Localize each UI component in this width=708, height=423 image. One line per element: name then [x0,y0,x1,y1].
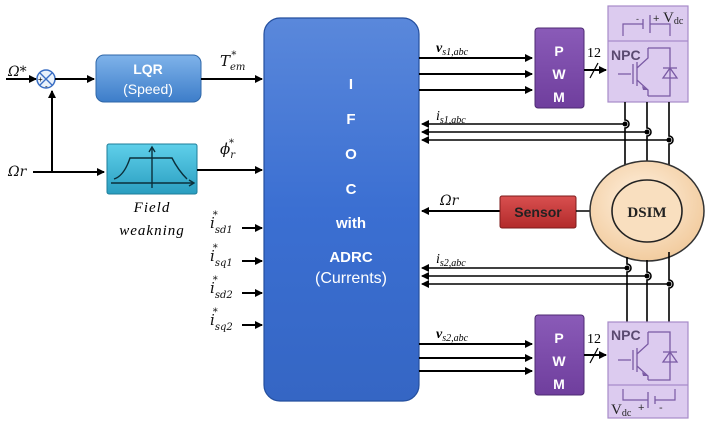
svg-text:NPC: NPC [611,327,641,343]
svg-text:isd2*: isd2* [210,275,233,301]
svg-text:DSIM: DSIM [627,205,666,221]
flux-ref-label: ϕr* [220,138,236,161]
svg-text:O: O [345,146,357,163]
bus-slash-1 [589,62,599,79]
svg-text:ADRC: ADRC [329,249,372,266]
svg-text:-: - [45,82,48,91]
is1-bus [421,120,672,144]
is1-label: is1,abc [436,109,466,126]
svg-text:P: P [554,43,563,59]
svg-text:Vdc: Vdc [663,10,684,27]
pwm-block-1: P W M [534,27,585,109]
svg-text:+: + [38,75,43,84]
vs2-label: vs2,abc [436,327,469,344]
svg-text:-: - [659,402,663,414]
svg-text:isq2*: isq2* [210,307,233,333]
vs1-bus [419,54,533,94]
is2-bus [421,264,672,288]
torque-ref-label: Tem* [220,50,245,73]
svg-text:Vdc: Vdc [611,402,632,419]
lqr-speed-block: LQR (Speed) [95,54,202,103]
svg-text:C: C [346,181,357,198]
current-ref-isq2: isq2* [210,307,263,333]
vs2-bus [419,340,533,375]
pwm-block-2: P W M [534,314,585,396]
summing-junction: + - [36,69,56,91]
svg-text:isq1*: isq1* [210,243,233,269]
speed-ref-label: Ω* [7,64,27,80]
svg-text:isd1*: isd1* [210,210,233,236]
field-weakening-label-1: Field [133,200,171,216]
svg-text:LQR: LQR [133,61,163,77]
dsim-machine: DSIM [589,160,705,262]
vs1-label: vs1,abc [436,41,469,58]
svg-text:NPC: NPC [611,47,641,63]
svg-text:M: M [553,376,565,392]
svg-text:(Currents): (Currents) [315,270,387,287]
phase-lines-bottom [626,252,674,325]
svg-text:F: F [346,111,355,128]
svg-text:+: + [638,402,644,414]
npc-inverter-1: - + Vdc NPC [607,5,689,103]
omega-fb-label: Ωr [439,193,460,209]
current-ref-isd2: isd2* [210,275,263,301]
speed-meas-label: Ωr [7,164,28,180]
bus-width-1: 12 [587,46,601,61]
npc-inverter-2: NPC Vdc + - [607,321,689,419]
field-weakening-block [106,143,198,195]
svg-text:with: with [335,215,366,232]
bus-slash-2 [589,347,599,364]
is2-label: is2,abc [436,252,466,269]
svg-text:-: - [636,14,639,24]
svg-text:Sensor: Sensor [514,204,562,220]
current-refs: isd1* isq1* isd2* isq2* [210,210,263,333]
current-ref-isq1: isq1* [210,243,263,269]
svg-text:W: W [552,353,566,369]
ifoc-adrc-block: I F O C with ADRC (Currents) [263,17,420,402]
field-weakening-label-2: weakning [119,223,185,239]
svg-text:+: + [653,13,659,25]
phase-lines-top [624,102,674,170]
sensor-block: Sensor [499,195,577,229]
svg-text:(Speed): (Speed) [123,81,173,97]
bus-width-2: 12 [587,332,601,347]
current-ref-isd1: isd1* [210,210,263,236]
svg-text:M: M [553,89,565,105]
svg-text:W: W [552,66,566,82]
svg-text:P: P [554,330,563,346]
svg-text:I: I [349,76,353,93]
